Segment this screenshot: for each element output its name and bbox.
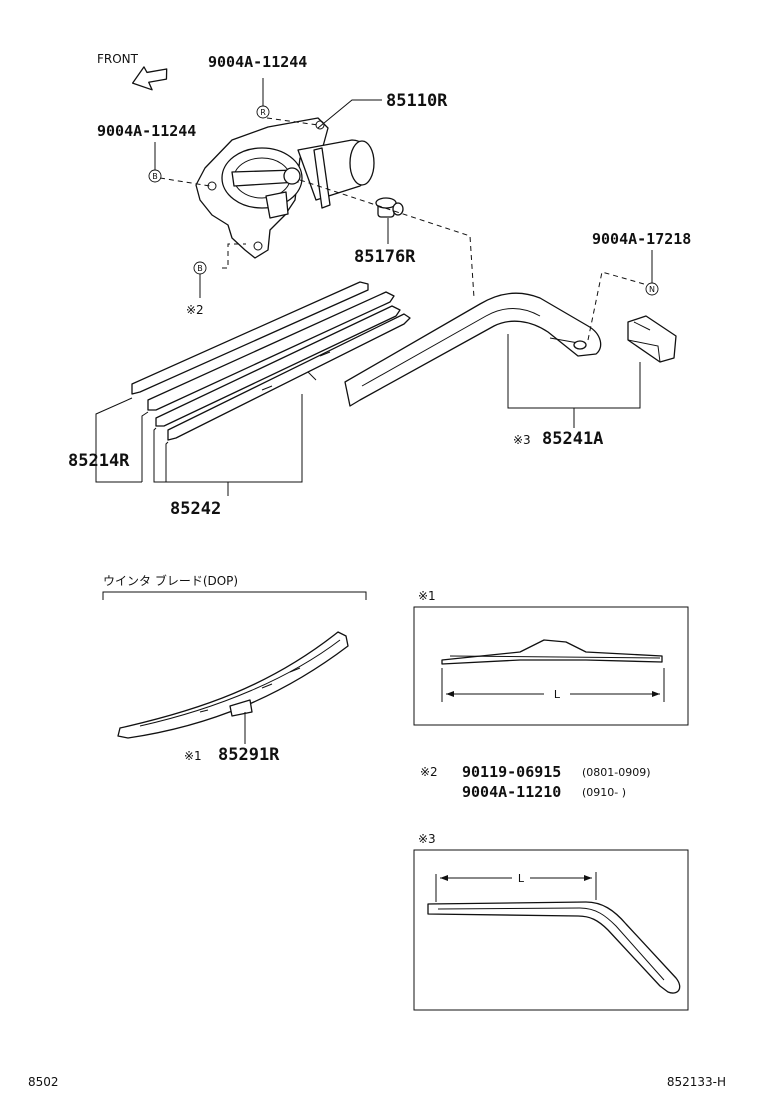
blade-strip-4 <box>167 313 411 441</box>
detail2-part-1: 90119-06915 <box>462 763 561 781</box>
label-bolt-b-ref: ※2 <box>186 303 204 317</box>
leader-rubber <box>153 394 303 483</box>
arm-body <box>344 292 602 407</box>
label-bolt-left: 9004A-11244 <box>97 122 196 140</box>
callout-n: N <box>645 282 659 296</box>
detail-2: ※2 90119-06915 (0801-0909) 9004A-11210 (… <box>420 763 651 801</box>
detail-1: ※1 L <box>413 589 689 726</box>
label-blade-assy: 85214R <box>68 451 130 471</box>
detail2-range-2: (0910- ) <box>582 786 626 799</box>
detail2-range-1: (0801-0909) <box>582 766 651 779</box>
label-arm: 85241A <box>542 429 603 449</box>
leader-blade-assy <box>95 397 142 483</box>
front-arrow-icon <box>131 66 168 91</box>
detail3-ref: ※3 <box>418 832 436 846</box>
arm-head-cover <box>627 315 677 363</box>
label-winter: 85291R <box>218 745 280 765</box>
callout-r: R <box>256 105 270 119</box>
blade-strip-2 <box>147 291 395 411</box>
callout-b-bottom: B <box>193 261 207 275</box>
dash-shaft-arm <box>299 179 475 299</box>
label-bolt-top: 9004A-11244 <box>208 53 307 71</box>
detail-3: ※3 L <box>413 832 689 1011</box>
leader-motor <box>317 99 382 129</box>
leader-rubber-2 <box>165 441 169 482</box>
blade-strip-3 <box>155 305 401 427</box>
winter-bracket <box>102 591 367 600</box>
label-nut: 9004A-17218 <box>592 230 691 248</box>
pivot-cap <box>375 197 404 218</box>
detail3-box <box>413 849 689 1011</box>
detail2-ref: ※2 <box>420 765 438 779</box>
detail1-box <box>413 606 689 726</box>
wiper-motor-assembly <box>195 117 375 259</box>
winter-blade <box>117 631 349 739</box>
front-label: FRONT <box>97 52 139 66</box>
detail1-blade <box>441 639 663 665</box>
svg-text:N: N <box>649 285 655 294</box>
leader-blade-assy-2 <box>141 411 149 482</box>
label-arm-ref: ※3 <box>513 433 531 447</box>
winter-blade-clip <box>229 699 253 717</box>
winter-title: ウインタ ブレード(DOP) <box>103 573 238 588</box>
detail1-ref: ※1 <box>418 589 436 603</box>
blade-strip-1 <box>131 281 369 395</box>
arm-pivot-hole <box>573 340 587 350</box>
detail3-dim: L <box>518 872 525 885</box>
winter-blade-section: ウインタ ブレード(DOP) ※1 85291R <box>102 573 367 765</box>
dash-bolt-bottom <box>222 243 246 269</box>
footer-left: 8502 <box>28 1075 59 1089</box>
bracket-hole-bottom <box>253 241 263 251</box>
svg-text:B: B <box>197 264 203 273</box>
label-winter-ref: ※1 <box>184 749 202 763</box>
wiper-blades <box>131 281 411 441</box>
svg-text:R: R <box>260 108 266 117</box>
detail1-dim: L <box>554 688 561 701</box>
detail2-part-2: 9004A-11210 <box>462 783 561 801</box>
motor-clamp <box>313 147 331 209</box>
label-cap: 85176R <box>354 247 416 267</box>
label-motor: 85110R <box>386 91 448 111</box>
wiper-arm <box>344 292 602 407</box>
pivot-shaft <box>283 167 301 185</box>
svg-text:B: B <box>152 172 158 181</box>
footer-right: 852133-H <box>667 1075 726 1089</box>
connector <box>265 191 289 219</box>
label-blade-rubber: 85242 <box>170 499 221 519</box>
detail3-arm <box>427 901 681 994</box>
motor-end-cap <box>349 140 375 186</box>
callout-b-left: B <box>148 169 162 183</box>
front-indicator: FRONT <box>97 52 168 91</box>
